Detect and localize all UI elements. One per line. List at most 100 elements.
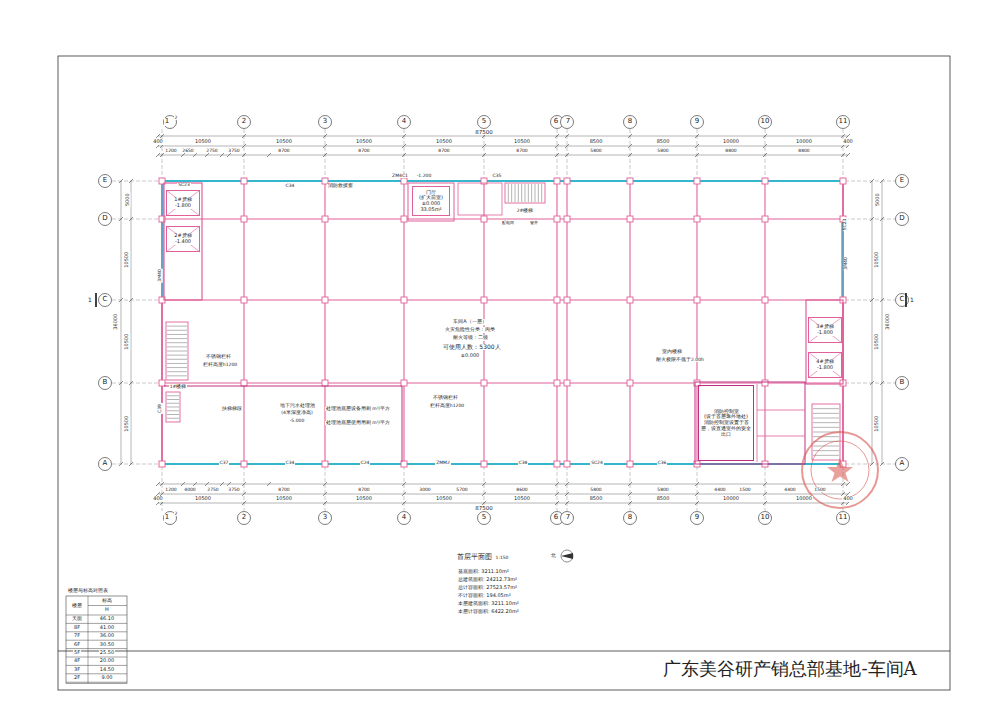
axis-number: 6 <box>553 118 559 126</box>
window-tag: SC23 <box>177 183 191 188</box>
dimension-tick <box>628 482 632 486</box>
section-number: 1 <box>87 297 93 304</box>
axis-bubble <box>398 512 411 525</box>
dimension-tick <box>129 179 133 183</box>
dimension: 400 <box>842 139 854 145</box>
elevator-cross <box>808 317 842 343</box>
dimension: 8700 <box>357 488 370 493</box>
dimension-tick <box>160 153 164 157</box>
pit-outline <box>164 386 402 387</box>
stair-tread <box>515 184 516 202</box>
dimension-tick <box>267 482 271 486</box>
grid-beam <box>162 180 843 181</box>
dimension: 10500 <box>355 496 373 502</box>
axis-line <box>845 219 895 220</box>
dimension-tick <box>628 501 632 505</box>
dimension-tick <box>565 501 569 505</box>
axis-line <box>112 300 160 301</box>
axis-bubble <box>238 116 251 129</box>
lobby-wall <box>408 183 454 221</box>
seal-stamp <box>811 441 869 499</box>
dimension-tick <box>555 501 559 505</box>
room-wall <box>757 384 758 462</box>
table-rule <box>66 623 127 624</box>
column <box>481 297 487 303</box>
axis-line <box>557 466 558 511</box>
north-arrow <box>561 553 573 559</box>
stair-tread <box>538 184 539 202</box>
axis-line <box>697 466 698 511</box>
column <box>241 461 247 467</box>
stair-tread <box>167 410 179 411</box>
dimension-line <box>121 181 122 464</box>
stair-tread <box>167 359 187 360</box>
axis-number: 1 <box>164 514 170 522</box>
seal-stamp <box>802 432 878 508</box>
drawing-name: 首层平面图 <box>456 554 493 562</box>
dimension: 5000 <box>874 193 880 208</box>
axis-number: 5 <box>481 514 487 522</box>
area-stat: 总建筑面积: 24212.73m² <box>457 577 518 583</box>
shaft-box: 4#货梯-1.800 <box>808 352 842 378</box>
dimension-tick <box>160 134 164 138</box>
stair-tread <box>535 184 536 202</box>
stair-tread <box>511 184 512 202</box>
column <box>322 380 328 386</box>
dimension: 8800 <box>724 149 737 154</box>
axis-bubble <box>896 213 909 226</box>
dimension: 4400 <box>713 488 726 493</box>
seal-star <box>827 458 853 482</box>
column <box>694 178 700 184</box>
window-tag: SC24 <box>590 461 604 466</box>
dimension-tick <box>846 482 850 486</box>
dimension: 10500 <box>874 251 880 269</box>
dimension: 8700 <box>277 149 290 154</box>
dimension: 10500 <box>513 139 531 145</box>
dimension-tick <box>565 144 569 148</box>
dimension-tick <box>695 153 699 157</box>
dimension-tick <box>323 134 327 138</box>
dimension-line <box>158 503 848 504</box>
column <box>241 380 247 386</box>
column <box>564 216 570 222</box>
room-box: 消防控制室(设于首层靠外墙处)消防控制室设置于首层，设直通室外的安全出口 <box>698 385 754 461</box>
stair-tread <box>813 413 839 414</box>
dimension: 5800 <box>589 149 602 154</box>
window-tag: C39 <box>158 403 163 414</box>
axis-number: 7 <box>565 514 571 522</box>
column <box>159 461 165 467</box>
stair-tread <box>167 346 187 347</box>
dimension-tick <box>156 153 160 157</box>
dimension: 10500 <box>194 496 212 502</box>
dimension-tick <box>695 501 699 505</box>
room-label: 33.05m² <box>419 207 442 213</box>
dimension: 400 <box>152 139 164 145</box>
column <box>564 297 570 303</box>
dimension-tick <box>846 134 850 138</box>
room-note: 火灾危险性分类：丙类 <box>444 327 496 333</box>
area-stat: 总计容面积: 27523.57m² <box>457 585 518 591</box>
window-tag: C38 <box>518 461 529 466</box>
window-tag: C34 <box>285 461 296 466</box>
dimension-tick <box>565 492 569 496</box>
elevator-cross <box>166 190 200 216</box>
dimension: 2750 <box>205 149 218 154</box>
table-rule <box>66 640 127 641</box>
scale: 1:150 <box>495 556 510 561</box>
column <box>694 297 700 303</box>
stair-tread <box>528 184 529 202</box>
dimension-tick <box>119 298 123 302</box>
dimension: 10500 <box>874 333 880 351</box>
table-rule <box>66 657 127 658</box>
column <box>554 380 560 386</box>
room-label: -1.800 <box>174 203 192 209</box>
stair-tread <box>167 330 187 331</box>
dimension-tick <box>119 381 123 385</box>
dimension: 10500 <box>435 496 453 502</box>
dimension-tick <box>402 153 406 157</box>
dimension: 10500 <box>275 139 293 145</box>
axis-bubble <box>624 512 637 525</box>
window-tag: 消防救援窗 <box>327 184 354 189</box>
table-rule <box>88 596 89 683</box>
